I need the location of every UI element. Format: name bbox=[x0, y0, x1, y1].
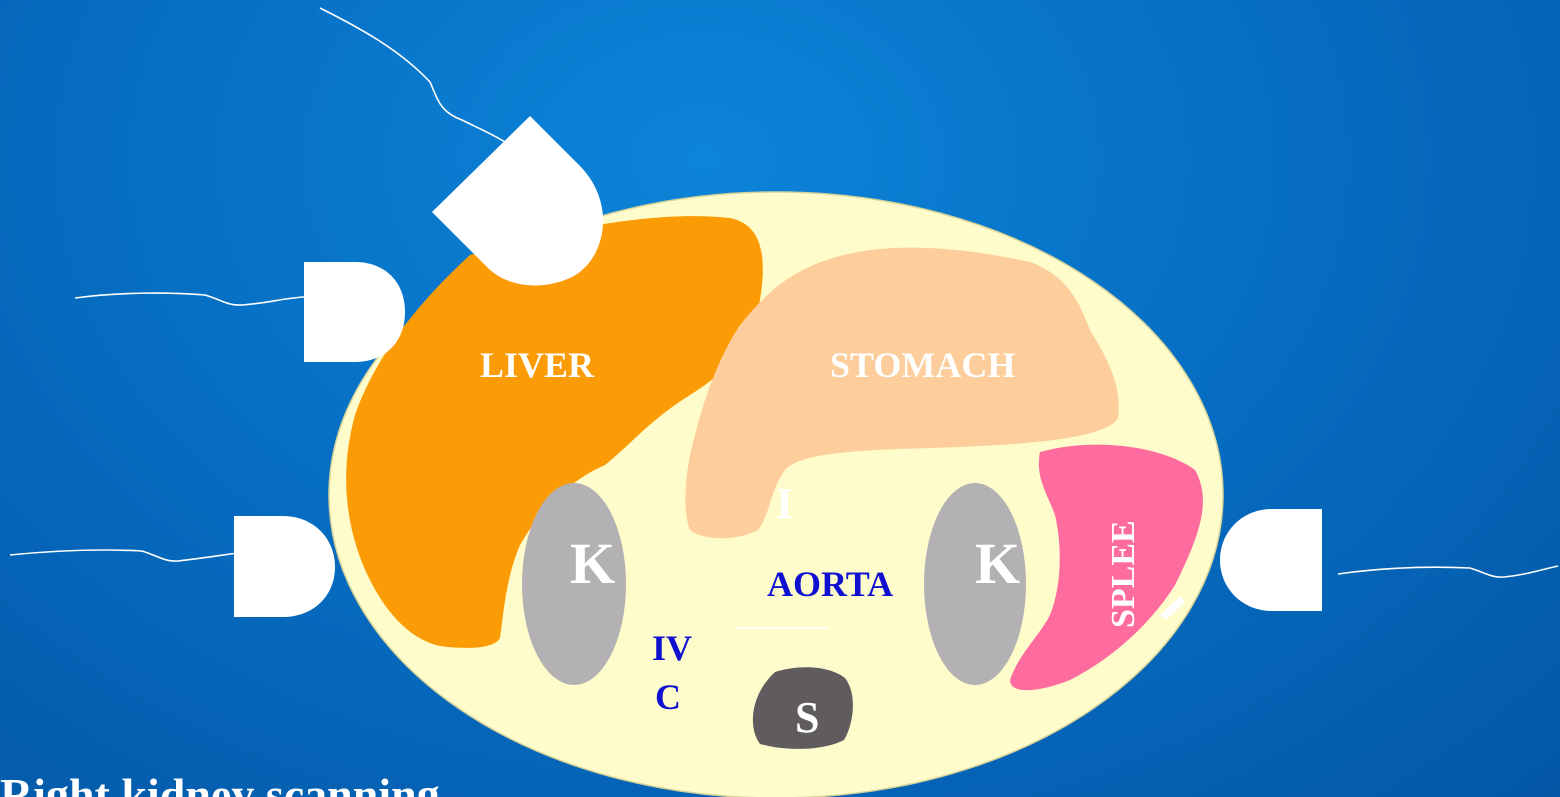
aorta-label: AORTA bbox=[767, 563, 893, 605]
probe-cable-top bbox=[320, 8, 505, 142]
right-kidney-label: K bbox=[570, 530, 615, 597]
spleen-label: SPLEE bbox=[1105, 520, 1143, 628]
probe-cable-right bbox=[1338, 566, 1558, 577]
bottom-caption: Right kidney scanning bbox=[0, 768, 440, 797]
spine-label: S bbox=[795, 692, 819, 743]
probe-cable-upper-left bbox=[75, 293, 304, 305]
probe-cable-lower-left bbox=[10, 550, 238, 561]
stomach-label: STOMACH bbox=[830, 344, 1015, 386]
stomach-tail-label: I bbox=[776, 478, 793, 529]
liver-label: LIVER bbox=[480, 344, 594, 386]
probe-top-icon bbox=[432, 116, 603, 285]
left-kidney-label: K bbox=[975, 530, 1020, 597]
ivc-label-line2: C bbox=[655, 676, 681, 718]
probe-upper-left-icon bbox=[304, 262, 405, 362]
probe-lower-left-icon bbox=[234, 516, 335, 617]
ivc-label-line1: IV bbox=[652, 627, 692, 669]
probe-right-icon bbox=[1220, 509, 1322, 611]
